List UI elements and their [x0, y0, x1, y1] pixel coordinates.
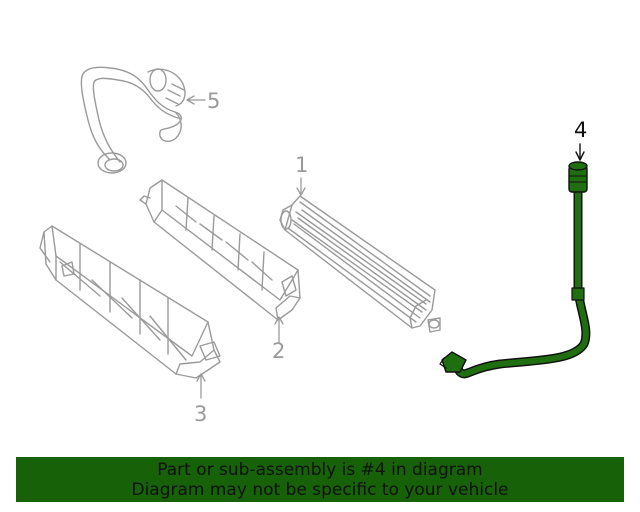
callout-part-3[interactable]: 3 — [194, 402, 208, 426]
oil-cooler-part-1 — [279, 195, 441, 333]
callout-part-4[interactable]: 4 — [574, 118, 588, 142]
callout-part-5[interactable]: 5 — [207, 89, 221, 113]
air-guide-part-2 — [139, 179, 301, 321]
air-guide-part-3 — [39, 225, 221, 379]
leader-lines — [186, 95, 306, 399]
fitment-notice-banner: Part or sub-assembly is #4 in diagram Di… — [16, 457, 624, 502]
fitment-notice-line-2: Diagram may not be specific to your vehi… — [131, 480, 509, 500]
parts-diagram — [39, 66, 591, 399]
oil-cooler-line-part-4 — [439, 143, 591, 379]
callout-part-1[interactable]: 1 — [295, 153, 309, 177]
callout-part-2[interactable]: 2 — [272, 339, 286, 363]
fitment-notice-line-1: Part or sub-assembly is #4 in diagram — [157, 460, 483, 480]
coolant-hose-part-5 — [80, 66, 186, 174]
